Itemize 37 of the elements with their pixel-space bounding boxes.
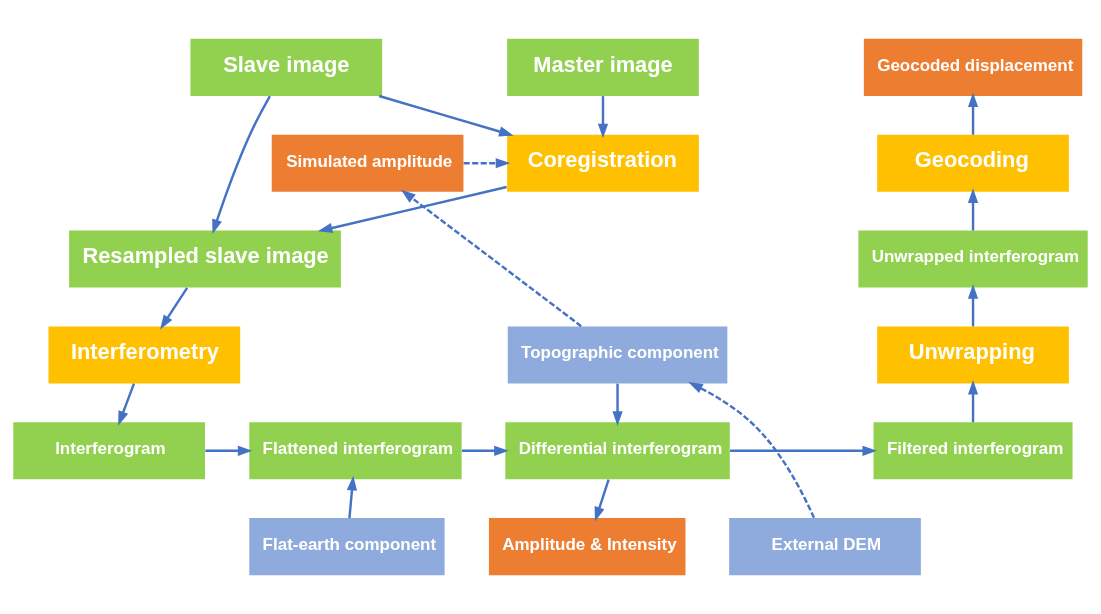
node-box: Amplitude & Intensity: [488, 518, 686, 576]
node-box: Geocoding: [877, 134, 1069, 192]
arrow: [730, 445, 878, 456]
arrow: [205, 445, 253, 456]
node-box: External DEM: [729, 518, 921, 576]
node-box: Geocoded displacement: [863, 38, 1083, 96]
arrow: [967, 284, 979, 327]
node-box: Slave image: [190, 38, 383, 96]
node-box: Flat-earth component: [249, 518, 445, 576]
arrow: [597, 96, 609, 139]
arrow: [967, 92, 979, 135]
node-box: Filtered interferogram: [873, 422, 1073, 480]
arrow: [160, 287, 189, 330]
node-box: Differential interferogram: [505, 422, 730, 480]
arrow: [118, 383, 136, 426]
arrow: [461, 445, 509, 456]
arrow: [317, 185, 507, 233]
arrow: [688, 381, 816, 519]
arrow: [378, 94, 514, 137]
arrow: [212, 95, 271, 234]
arrow: [594, 479, 610, 522]
node-box: Topographic component: [507, 326, 728, 384]
node-box: Interferometry: [48, 326, 241, 384]
node-box: Master image: [507, 38, 699, 96]
arrow: [967, 188, 979, 231]
node-box: Interferogram: [13, 422, 205, 480]
node-box: Unwrapping: [877, 326, 1069, 384]
arrow: [401, 189, 582, 328]
node-box: Coregistration: [507, 134, 699, 192]
node-box: Simulated amplitude: [271, 134, 464, 192]
node-box: Unwrapped interferogram: [858, 230, 1088, 288]
arrow: [346, 475, 358, 519]
arrow: [967, 380, 979, 423]
arrow: [612, 383, 623, 426]
node-box: Flattened interferogram: [249, 422, 462, 480]
arrow: [463, 158, 511, 169]
node-box: Resampled slave image: [69, 230, 341, 288]
